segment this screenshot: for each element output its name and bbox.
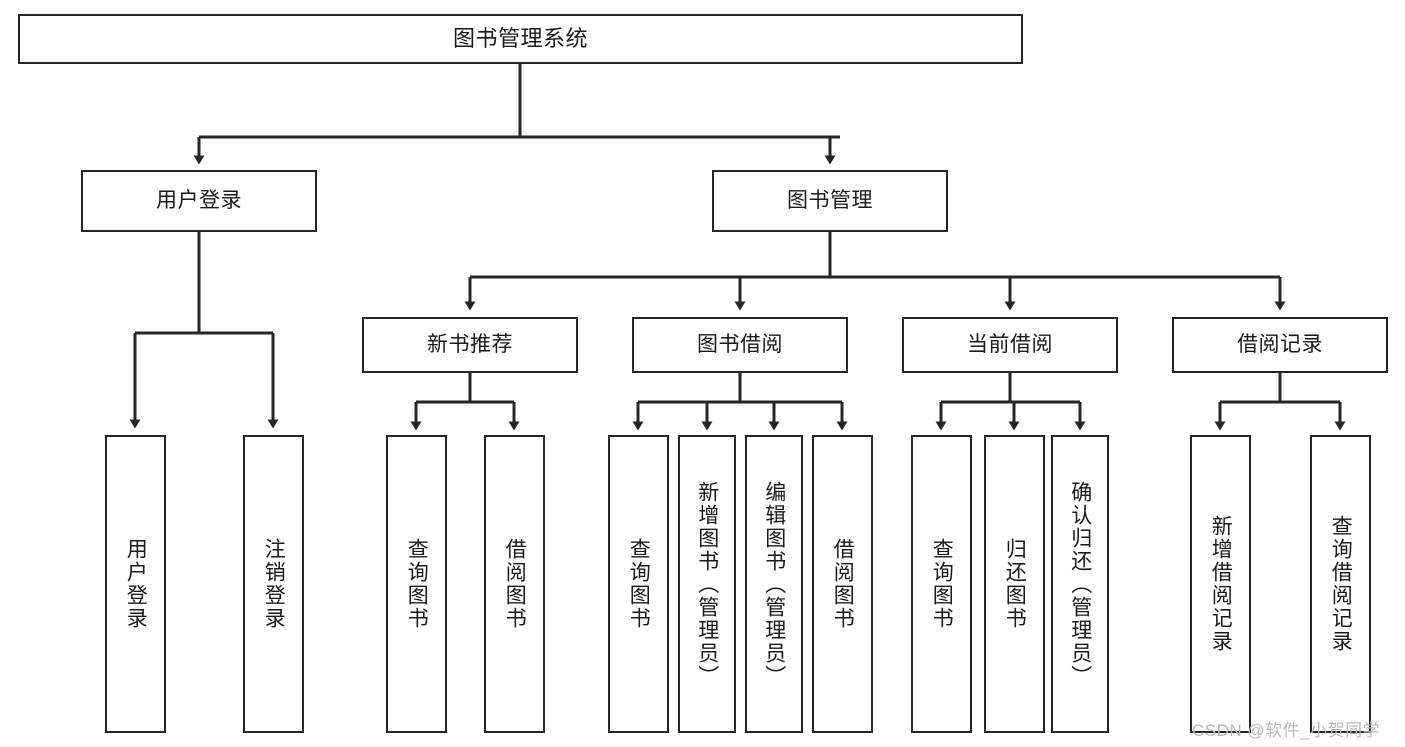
node-leaf-return-book-label: 归还图书 [1003, 538, 1027, 630]
node-book-manage[interactable]: 图书管理 [712, 170, 948, 232]
node-leaf-query-book-2-label: 查询图书 [627, 538, 651, 630]
node-leaf-confirm-return[interactable]: 确认归还（管理员） [1051, 435, 1109, 733]
node-leaf-borrow-book-1-label: 借阅图书 [503, 538, 527, 630]
node-leaf-query-book-3[interactable]: 查询图书 [911, 435, 972, 733]
node-leaf-add-book[interactable]: 新增图书（管理员） [678, 435, 736, 733]
node-leaf-add-borrow-record[interactable]: 新增借阅记录 [1190, 435, 1251, 733]
node-leaf-user-login-label: 用户登录 [124, 538, 148, 630]
node-leaf-borrow-book-2[interactable]: 借阅图书 [812, 435, 873, 733]
node-leaf-borrow-book-1[interactable]: 借阅图书 [484, 435, 545, 733]
node-leaf-return-book[interactable]: 归还图书 [984, 435, 1045, 733]
node-leaf-query-borrow-record[interactable]: 查询借阅记录 [1310, 435, 1371, 733]
node-leaf-confirm-return-label: 确认归还（管理员） [1068, 480, 1092, 688]
csdn-watermark: CSDN @软件_小贺同学 [1192, 721, 1381, 740]
node-root-system[interactable]: 图书管理系统 [18, 14, 1023, 64]
node-borrow-record[interactable]: 借阅记录 [1172, 317, 1388, 373]
node-new-book-recommend[interactable]: 新书推荐 [362, 317, 578, 373]
node-leaf-query-borrow-record-label: 查询借阅记录 [1329, 515, 1353, 653]
node-leaf-query-book-1[interactable]: 查询图书 [386, 435, 447, 733]
node-book-borrow[interactable]: 图书借阅 [632, 317, 848, 373]
node-leaf-user-login[interactable]: 用户登录 [105, 435, 166, 733]
node-leaf-query-book-3-label: 查询图书 [930, 538, 954, 630]
node-leaf-edit-book-label: 编辑图书（管理员） [762, 480, 786, 688]
node-leaf-query-book-2[interactable]: 查询图书 [608, 435, 669, 733]
node-leaf-add-borrow-record-label: 新增借阅记录 [1209, 515, 1233, 653]
node-leaf-borrow-book-2-label: 借阅图书 [831, 538, 855, 630]
node-leaf-logout-label: 注销登录 [262, 538, 286, 630]
node-leaf-query-book-1-label: 查询图书 [405, 538, 429, 630]
node-leaf-edit-book[interactable]: 编辑图书（管理员） [745, 435, 803, 733]
node-current-borrow[interactable]: 当前借阅 [902, 317, 1118, 373]
node-leaf-add-book-label: 新增图书（管理员） [695, 480, 719, 688]
node-leaf-logout[interactable]: 注销登录 [243, 435, 304, 733]
node-user-login[interactable]: 用户登录 [81, 170, 317, 232]
